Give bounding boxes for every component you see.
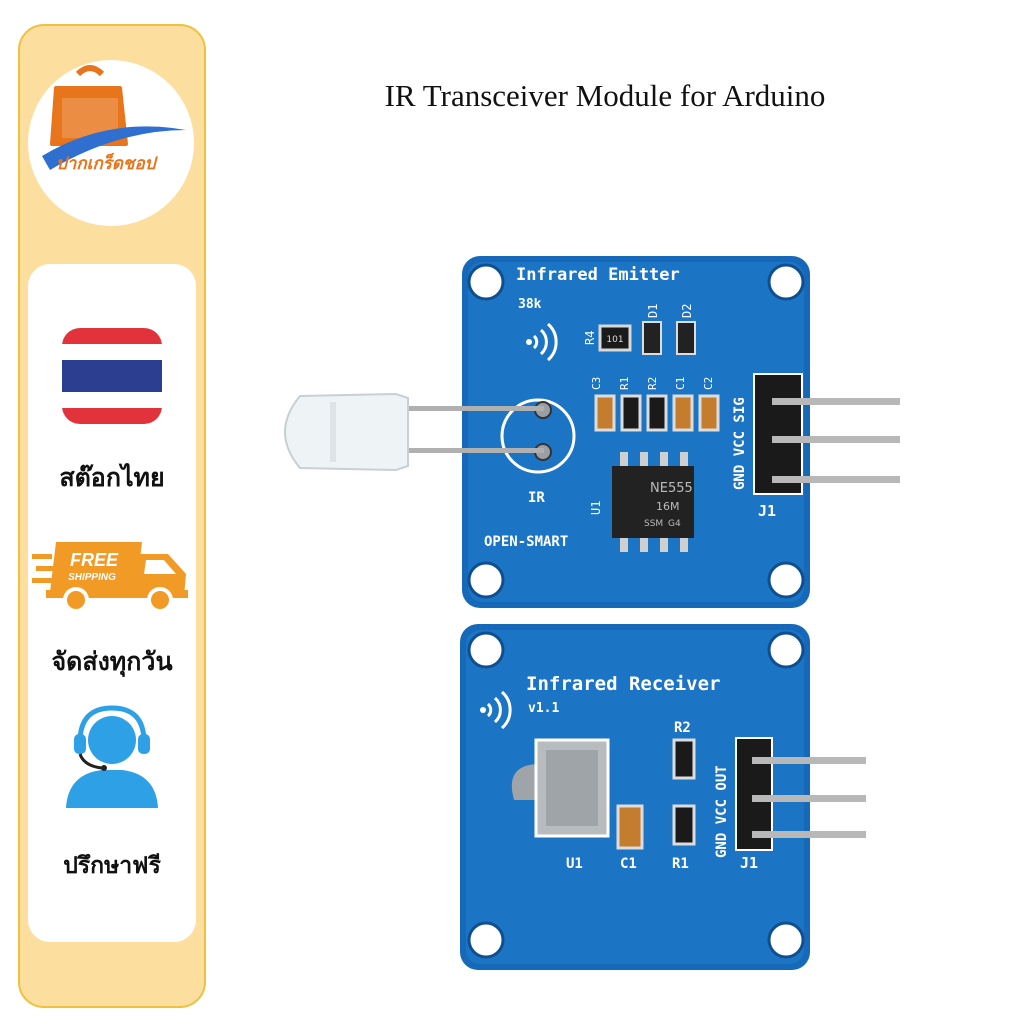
truck-shipping-text: SHIPPING	[68, 572, 116, 583]
label-d2: D2	[680, 304, 694, 318]
feature-label-consult: ปรึกษาฟรี	[63, 853, 161, 879]
r4-code: 101	[606, 335, 623, 345]
ir-label: IR	[528, 490, 545, 506]
emitter-board: Infrared Emitter 38k R4 101 D1 D2 C3 R1 …	[462, 256, 900, 608]
label-r2: R2	[646, 377, 659, 390]
label-u1-emitter: U1	[589, 501, 603, 515]
label-r2-receiver: R2	[674, 720, 691, 736]
feature-label-shipping: จัดส่งทุกวัน	[51, 647, 173, 676]
receiver-version: v1.1	[528, 701, 559, 716]
label-c1-receiver: C1	[620, 856, 637, 872]
ir-led	[284, 392, 544, 472]
chip-line1: NE555	[650, 481, 693, 496]
label-c1: C1	[674, 377, 687, 390]
feature-label-stock: สต๊อกไทย	[59, 463, 165, 492]
truck-free-text: FREE	[70, 550, 119, 570]
label-r1: R1	[618, 377, 631, 390]
emitter-name: Infrared Emitter	[516, 265, 680, 285]
smd-row	[594, 394, 720, 432]
receiver-pins-label: GND VCC OUT	[714, 765, 730, 858]
receive-signal-icon	[486, 690, 512, 730]
chip-line2: 16M	[656, 500, 680, 513]
headset-support-icon	[66, 705, 158, 808]
label-r1-receiver: R1	[672, 856, 689, 872]
ne555-chip: NE555 16M SSM G4	[612, 452, 694, 552]
receiver-j1-label: J1	[740, 854, 758, 872]
label-c3: C3	[590, 377, 603, 390]
product-title: IR Transceiver Module for Arduino	[384, 78, 826, 113]
free-shipping-truck-icon: FREE SHIPPING	[32, 542, 188, 613]
chip-line3: SSM	[644, 519, 663, 529]
shop-logo[interactable]	[28, 60, 194, 226]
emitter-j1-label: J1	[758, 502, 776, 520]
label-d1: D1	[646, 304, 660, 318]
label-r4: R4	[583, 331, 597, 345]
label-c2: C2	[702, 377, 715, 390]
receiver-board: Infrared Receiver v1.1 U1 C1 R2 R1 GND V…	[460, 624, 866, 970]
shop-logo-text: ปากเกร็ดชอป	[56, 154, 156, 174]
emitter-pins-label: GND VCC SIG	[732, 397, 748, 490]
brand-label: OPEN-SMART	[484, 534, 568, 550]
emit-signal-icon	[532, 322, 558, 362]
shopping-bag-logo-icon	[42, 65, 186, 170]
receiver-name: Infrared Receiver	[526, 673, 720, 695]
thailand-flag-icon	[62, 328, 162, 424]
features-card: สต๊อกไทย FREE SHIPPING จัดส่งทุกวัน ปรึก…	[28, 264, 196, 942]
chip-line4: G4	[668, 519, 681, 529]
emitter-freq: 38k	[518, 297, 542, 312]
label-u1-receiver: U1	[566, 856, 583, 872]
